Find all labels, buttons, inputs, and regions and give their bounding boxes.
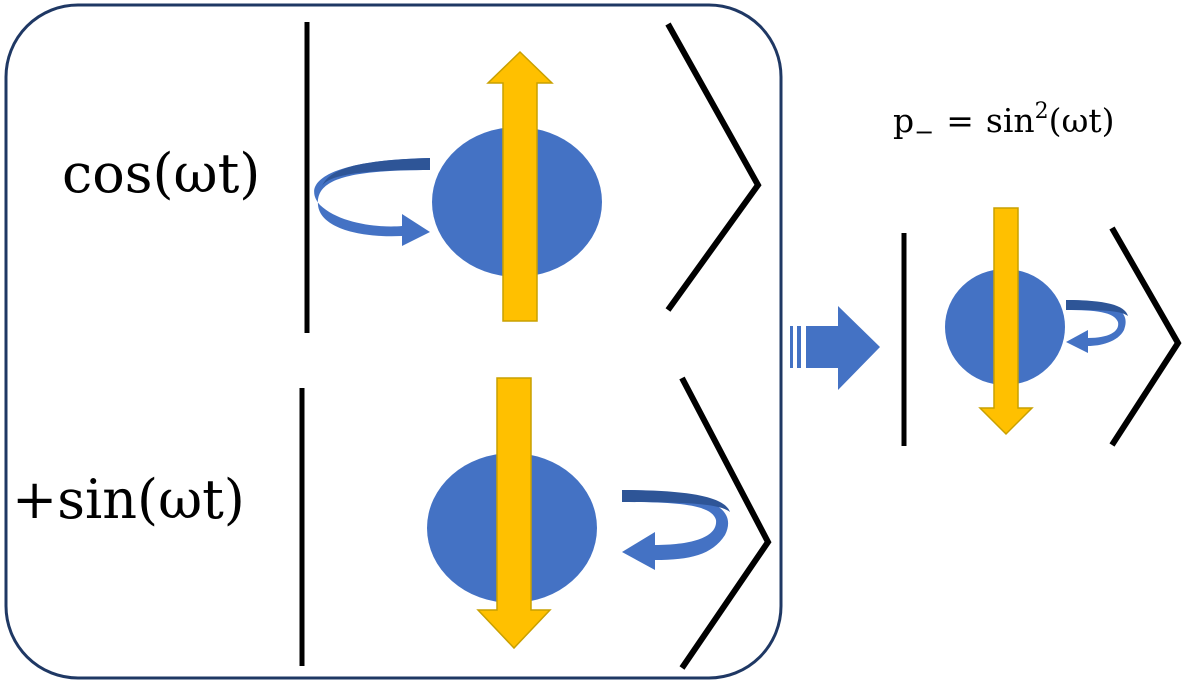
probability-subscript: − (914, 118, 934, 146)
probability-func: sin (986, 101, 1035, 140)
term2-spin-down-arrow-icon (476, 377, 552, 650)
term2-rotation-arrow-icon (622, 490, 730, 570)
result-probability: p−= sin2(ωt) (893, 99, 1115, 146)
term1-spin-up-arrow-icon (486, 50, 554, 322)
term2-coefficient: +sin(ωt) (12, 468, 245, 531)
probability-equals: = (946, 101, 974, 140)
term1-coefficient: cos(ωt) (62, 142, 260, 205)
term1-ket-angle (665, 22, 762, 312)
term2-ket-angle (679, 376, 772, 670)
striped-right-arrow-icon (790, 306, 880, 390)
probability-symbol: p (893, 101, 914, 140)
probability-power: 2 (1035, 99, 1049, 124)
superposition-frame (4, 3, 783, 680)
result-spin-down-arrow-icon (978, 207, 1034, 436)
term1-rotation-arrow-icon (314, 158, 430, 246)
result-rotation-arrow-icon (1066, 300, 1128, 353)
result-ket-angle (1109, 226, 1182, 447)
probability-arg: (ωt) (1049, 101, 1115, 140)
